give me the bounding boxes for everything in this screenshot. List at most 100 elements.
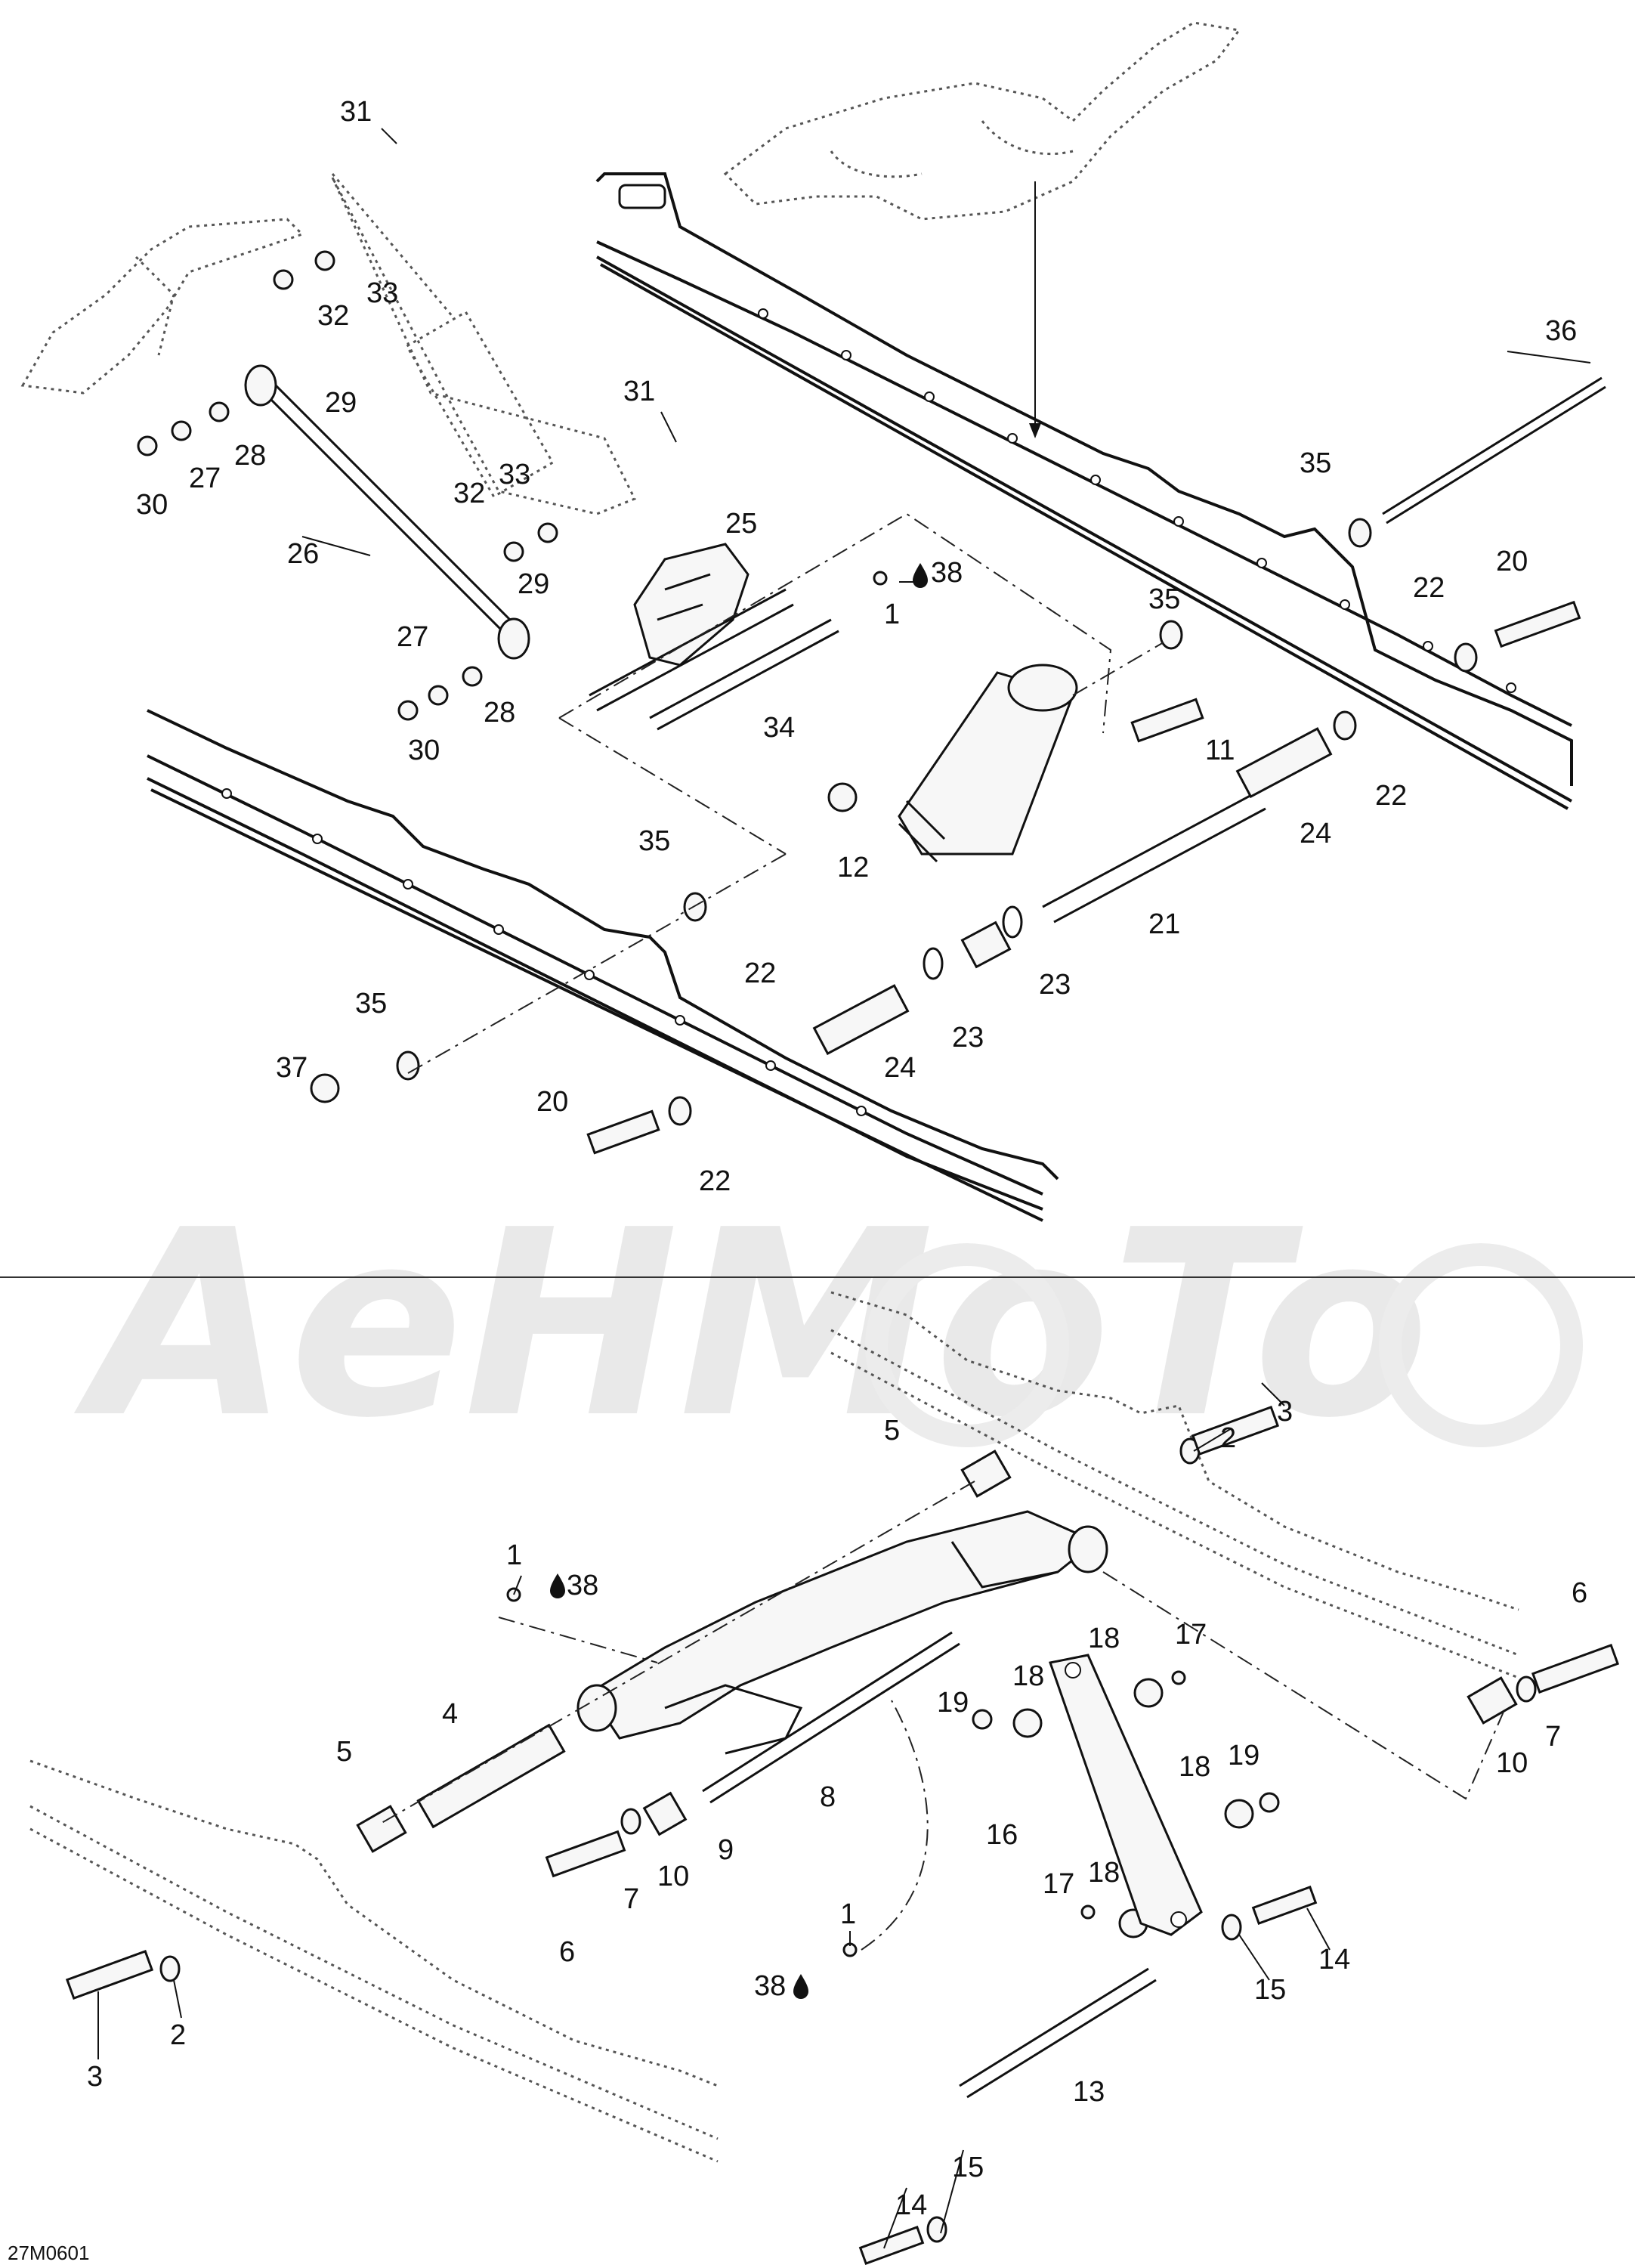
callout-35: 35: [1148, 583, 1180, 615]
rear-shock: [898, 664, 1078, 863]
callout-3: 3: [1277, 1396, 1293, 1428]
callout-18: 18: [1012, 1660, 1044, 1692]
ghost-arm-top-left: [20, 177, 637, 515]
ghost-frame-top: [723, 21, 1241, 438]
callout-10: 10: [1496, 1747, 1528, 1779]
callout-21: 21: [1148, 908, 1180, 940]
callout-16: 16: [986, 1819, 1018, 1851]
callout-7: 7: [623, 1883, 639, 1915]
callout-2: 2: [170, 2019, 186, 2051]
callout-4: 4: [442, 1698, 458, 1730]
drop-icon: [550, 1573, 565, 1598]
bottom-assembly: 3 2 5 1 38 6 18 17 18 19 4 5 8 7 10 16 1…: [29, 1291, 1620, 2265]
axle-21: [812, 727, 1333, 1056]
callout-30: 30: [136, 489, 168, 521]
callout-23: 23: [1039, 969, 1071, 1001]
rail-right-top: [595, 172, 1573, 810]
diagram-reference: 27M0601: [8, 2242, 89, 2264]
shaft-34: [649, 618, 832, 719]
drop-icon: [793, 1974, 808, 1999]
callout-15: 15: [952, 2152, 984, 2183]
callout-37: 37: [276, 1052, 308, 1084]
leaders-top: [301, 128, 1591, 583]
callout-6: 6: [559, 1936, 575, 1968]
callout-20: 20: [1496, 546, 1528, 577]
callout-11: 11: [1205, 735, 1235, 766]
link-rod: [244, 364, 530, 660]
callout-35: 35: [638, 825, 670, 857]
callout-13: 13: [1073, 2076, 1105, 2108]
callout-5: 5: [336, 1736, 352, 1768]
shaft-36: [1382, 376, 1603, 515]
callout-27: 27: [189, 463, 221, 494]
bracket: [589, 543, 794, 712]
callout-7: 7: [1545, 1721, 1561, 1753]
callout-5: 5: [884, 1415, 900, 1447]
swing-arm: [576, 1510, 1108, 1755]
callout-1: 1: [884, 599, 900, 630]
callout-27: 27: [397, 621, 428, 653]
small-hardware-bottom: [65, 1406, 1620, 2265]
callout-19: 19: [1228, 1740, 1259, 1771]
top-assembly: 31 33 32 29 28 27 30 26 31 33 32 25 38 1…: [20, 21, 1606, 1222]
callout-6: 6: [1572, 1577, 1587, 1609]
callout-35: 35: [355, 988, 387, 1020]
callout-22: 22: [1413, 572, 1445, 604]
callout-28: 28: [484, 697, 515, 729]
callout-31: 31: [623, 376, 655, 407]
watermark-text: AeHMoTo: [70, 1175, 1429, 1474]
callout-24: 24: [1300, 818, 1331, 849]
rear-shock-ghost: [331, 173, 555, 499]
callout-35: 35: [1300, 447, 1331, 479]
callout-17: 17: [1043, 1868, 1074, 1900]
callout-30: 30: [408, 735, 440, 766]
ghost-rail-right-bottom: [830, 1291, 1519, 1679]
leaders-bottom: [97, 1382, 1331, 2249]
callout-14: 14: [1318, 1944, 1350, 1976]
shaft-13: [959, 1967, 1149, 2087]
callouts-top: 31 33 32 29 28 27 30 26 31 33 32 25 38 1…: [136, 96, 1577, 1197]
watermark: AeHMoTo: [70, 1175, 1583, 1474]
callout-32: 32: [453, 478, 485, 509]
ghost-rail-left-bottom: [29, 1759, 719, 2163]
drop-icon: [913, 563, 928, 588]
callout-9: 9: [718, 1834, 734, 1866]
callout-23: 23: [952, 1022, 984, 1054]
tube-4: [416, 1723, 566, 1829]
callout-2: 2: [1220, 1422, 1236, 1454]
callout-31: 31: [340, 96, 372, 128]
callout-10: 10: [657, 1861, 689, 1892]
callout-1: 1: [840, 1898, 856, 1930]
callout-22: 22: [744, 958, 776, 989]
callout-15: 15: [1254, 1974, 1286, 2006]
shaft-8: [702, 1631, 953, 1793]
dashed-guide-top: [558, 512, 1112, 734]
callout-19: 19: [937, 1687, 969, 1719]
callout-34: 34: [763, 712, 795, 744]
callout-8: 8: [820, 1781, 836, 1813]
dashed-guide-bottom: [498, 1617, 658, 1663]
callout-18: 18: [1088, 1857, 1120, 1889]
callout-18: 18: [1088, 1623, 1120, 1654]
callout-29: 29: [325, 387, 357, 419]
callout-33: 33: [499, 459, 530, 490]
callout-32: 32: [317, 300, 349, 332]
callout-38: 38: [754, 1970, 786, 2002]
callout-25: 25: [725, 508, 757, 540]
callout-36: 36: [1545, 315, 1577, 347]
callout-22: 22: [1375, 780, 1407, 812]
callout-24: 24: [884, 1052, 916, 1084]
small-hardware-top: [137, 250, 1581, 1155]
rail-left-top: [147, 709, 1059, 1222]
callout-38: 38: [567, 1570, 598, 1601]
callout-18: 18: [1179, 1751, 1210, 1783]
callout-17: 17: [1175, 1619, 1207, 1651]
callout-33: 33: [366, 277, 398, 309]
callout-26: 26: [287, 538, 319, 570]
callout-12: 12: [837, 852, 869, 883]
callout-28: 28: [234, 440, 266, 472]
callout-22: 22: [699, 1165, 731, 1197]
callout-29: 29: [518, 568, 549, 600]
callouts-bottom: 3 2 5 1 38 6 18 17 18 19 4 5 8 7 10 16 1…: [87, 1396, 1587, 2221]
